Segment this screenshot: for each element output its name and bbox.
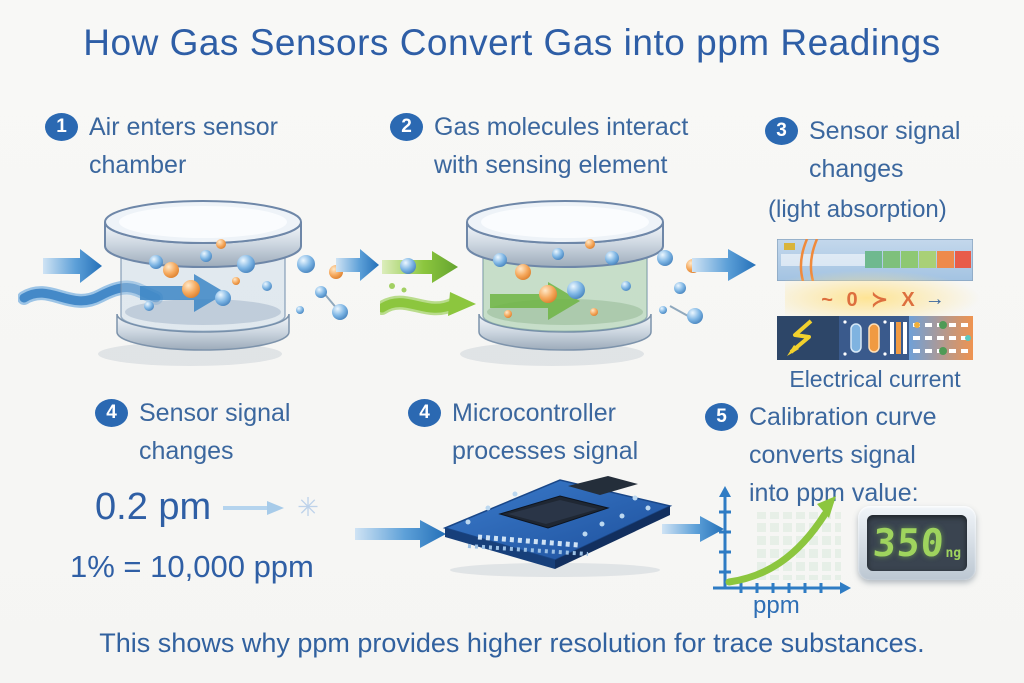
trace-node [939,347,947,355]
chamber-2-illustration [380,200,756,366]
to-step3-arrow-icon [692,249,756,281]
step5-badge: 5 [705,403,738,431]
calibration-curve-graph [713,486,851,594]
step2-header: 2 Gas molecules interact with sensing el… [390,108,688,184]
step3-header: 3 Sensor signal changes [765,112,960,188]
reading-row: 0.2 pm ✳ [95,486,319,529]
electrical-current-bar [777,316,973,360]
pcb-board [442,476,673,577]
ppm-display: 350 ng [858,506,976,580]
step4a-header: 4 Sensor signal changes [95,394,290,470]
step4b-header: 4 Microcontroller processes signal [408,394,638,470]
lightning-icon [789,319,813,354]
incoming-molecule [400,258,416,274]
step3-line1: Sensor signal [809,117,961,145]
step2-line2: with sensing element [434,151,668,179]
faded-arrow-right-icon [223,500,285,515]
step2-line1: Gas molecules interact [434,113,689,141]
step1-badge: 1 [45,113,78,141]
curve-arrowhead [817,496,836,518]
step3-subtitle: (light absorption) [768,196,947,223]
x-axis-arrowhead [840,582,851,594]
step4a-line2: changes [139,437,234,465]
green-dot [401,287,407,293]
step4b-badge: 4 [408,399,441,427]
signal-symbols: ~ 0 ≻ X [821,288,919,311]
step4a-line1: Sensor signal [139,399,291,427]
chamber-1-illustration [18,200,379,366]
asterisk-icon: ✳ [297,492,319,522]
y-axis-arrowhead [719,486,731,497]
solder-pads [465,491,651,537]
page-title: How Gas Sensors Convert Gas into ppm Rea… [83,22,941,63]
signal-out-arrow-icon [662,516,724,542]
display-unit: ng [945,546,962,561]
graph-axes [713,494,843,593]
electrical-current-label: Electrical current [789,366,961,392]
step1-line2: chamber [89,151,187,179]
light-beam [781,254,869,266]
signal-symbols-row: ~ 0 ≻ X → [785,270,981,326]
air-inlet-wave-arrow-icon [18,280,163,308]
step5-header: 5 Calibration curve converts signal into… [705,398,937,512]
spectrum-squares [865,251,971,268]
air-inlet-arrow-icon [43,249,102,283]
green-dot [389,283,395,289]
display-value: 350 [871,521,947,565]
step3-line2: changes [809,155,904,183]
step1-line1: Air enters sensor [89,113,278,141]
step1-header: 1 Air enters sensor chamber [45,108,278,184]
arrow-right-icon: → [924,287,945,310]
signal-reading: 0.2 pm [95,486,212,528]
sensor-chamber [98,200,302,366]
sensing-chamber [460,200,664,366]
trace-node [914,322,920,328]
step2-badge: 2 [390,113,423,141]
step3-badge: 3 [765,117,798,145]
gas-inlet-green-arrow-icon [380,251,476,316]
calibration-curve-line [725,510,829,586]
internal-green-arrow-icon [490,282,580,320]
step5-line1: Calibration curve [749,403,937,431]
source-chip [784,243,795,250]
to-step2-arrow-icon [336,249,379,281]
capacitor-bars [843,320,907,356]
display-screen: 350 ng [867,515,967,571]
footer-caption: This shows why ppm provides higher resol… [99,628,925,658]
microcontroller-illustration [355,476,724,577]
secondary-chip [568,476,638,495]
ppm-equation: 1% = 10,000 ppm [70,549,314,584]
gas-molecules [144,239,272,311]
trace-node [939,321,947,329]
step4a-badge: 4 [95,399,128,427]
signal-in-arrow-icon [355,520,446,548]
graph-x-label: ppm [753,592,800,619]
pin-row [467,544,589,556]
gas-molecules [493,239,631,318]
trace-node [965,335,971,341]
pin-row [477,534,579,548]
step5-line2: converts signal [749,441,916,469]
lightning-tip [787,345,799,356]
step4b-line2: processes signal [452,437,639,465]
step4b-line1: Microcontroller [452,399,616,427]
